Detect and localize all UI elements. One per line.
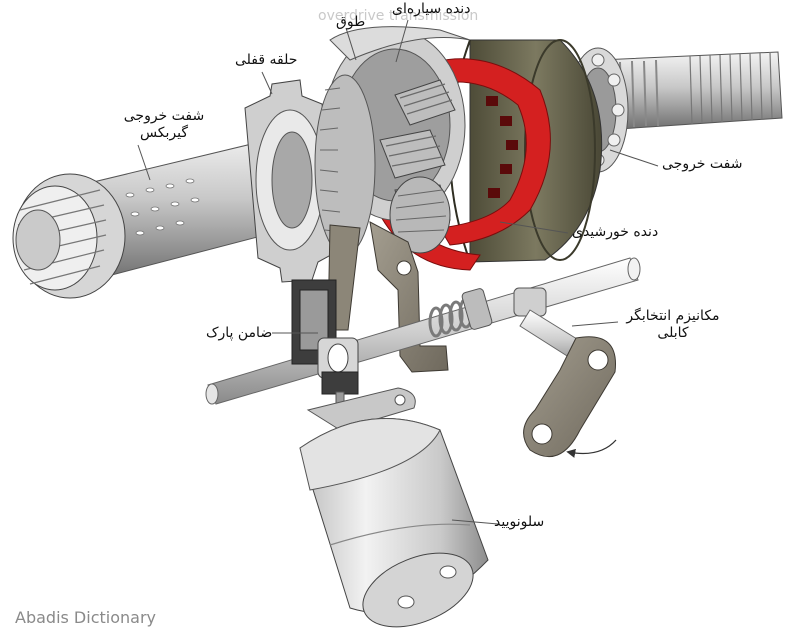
leader-lines (137, 19, 659, 525)
cable-lever (513, 287, 617, 458)
rod-collar (461, 288, 493, 330)
label-gearbox-output-shaft: شفت خروجی گیربکس (123, 108, 205, 141)
label-solenoid: سلونویید (494, 514, 545, 530)
label-planet-gear: دنده سیاره‌ای (392, 1, 471, 17)
rotation-arrow (566, 439, 617, 458)
park-pawl (291, 279, 359, 395)
title-watermark: overdrive transmission (318, 8, 479, 24)
solenoid (299, 387, 489, 628)
label-output-shaft: شفت خروجی (662, 156, 743, 172)
sun-gear (389, 176, 451, 254)
label-ring: طوق (336, 14, 366, 30)
label-lock-ring: حلقه قفلی (235, 52, 298, 68)
label-park-pawl: ضامن پارک (206, 325, 273, 341)
site-watermark: Abadis Dictionary (15, 608, 156, 627)
label-sun-gear: دنده خورشیدی (572, 224, 659, 240)
label-cable-selector: مکانیزم انتخابگر کابلی (626, 308, 720, 341)
